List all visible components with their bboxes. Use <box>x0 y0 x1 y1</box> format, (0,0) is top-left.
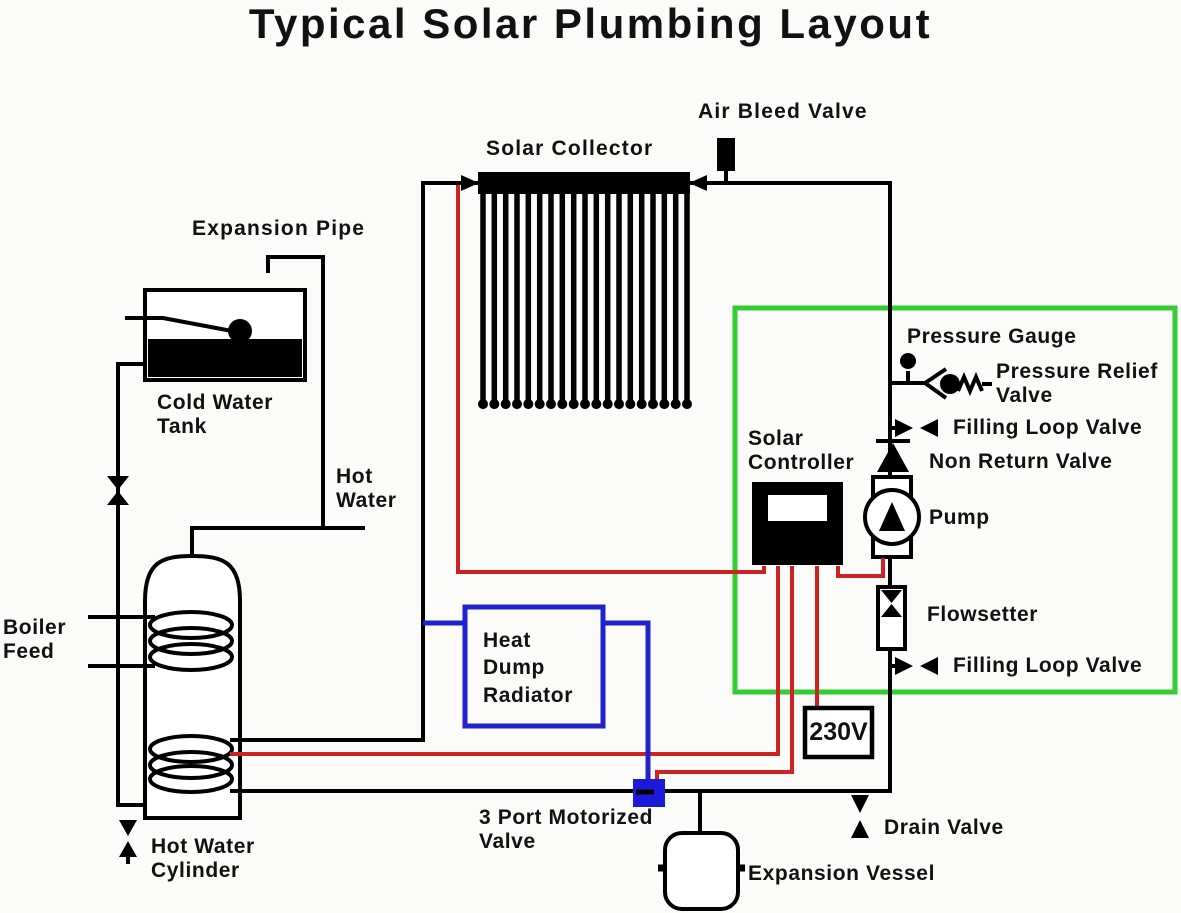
flow-arrow-left-icon <box>461 175 479 191</box>
controller-wires <box>230 185 885 780</box>
hot-water-label: Hot Water <box>336 465 397 512</box>
solar-controller <box>752 482 843 565</box>
pump-station-zone-box <box>732 305 1178 695</box>
relief-valve-body <box>923 367 948 400</box>
cold-water-tank-label: Cold Water Tank <box>157 391 273 438</box>
pump-wire <box>836 558 885 578</box>
expansion-vessel-label: Expansion Vessel <box>748 862 936 885</box>
boiler-feed-pipes <box>88 615 155 668</box>
collector-header <box>478 172 690 194</box>
expansion-pipe-label: Expansion Pipe <box>192 217 366 240</box>
cylinder-feed-valve <box>119 820 137 864</box>
pressure-relief-label-line1: Pressure Relief <box>996 360 1158 383</box>
heat-dump-label-line3: Radiator <box>483 683 573 707</box>
cold-feed-pipe <box>116 362 149 807</box>
supply-voltage-box <box>802 705 875 760</box>
flow-arrow-right-icon <box>689 175 707 191</box>
hot-water-label-line2: Water <box>336 488 397 512</box>
cylinder-sensor-wire <box>230 566 780 756</box>
pressure-gauge-icon <box>900 353 916 369</box>
filling-loop-valve-upper-label: Filling Loop Valve <box>953 416 1143 439</box>
filling-loop-valve-upper <box>890 419 938 437</box>
solar-collector <box>478 172 692 410</box>
float-ball-icon <box>228 319 252 343</box>
pressure-relief-valve-label: Pressure Relief Valve <box>996 360 1158 407</box>
three-port-valve-label-line2: Valve <box>479 829 536 853</box>
flowsetter-label: Flowsetter <box>927 603 1039 626</box>
boiler-feed-label-line1: Boiler <box>3 616 67 639</box>
three-port-valve-label-line1: 3 Port Motorized <box>479 806 654 829</box>
float-arm <box>125 316 233 333</box>
cold-feed-valve <box>107 476 129 505</box>
drain-valve-label: Drain Valve <box>884 816 1004 839</box>
supply-voltage-label: 230V <box>809 718 868 746</box>
pump-symbol <box>863 475 921 559</box>
non-return-valve-label: Non Return Valve <box>929 450 1113 473</box>
hot-water-cylinder-label-line1: Hot Water <box>151 835 255 858</box>
filling-loop-valve-lower <box>890 657 938 675</box>
collector-sensor-wire <box>456 185 766 574</box>
cold-water-tank <box>125 288 307 382</box>
cylinder-coils <box>148 610 234 794</box>
flowsetter-symbol <box>876 585 907 651</box>
boiler-feed-label-line2: Feed <box>3 639 55 663</box>
collector-return-pipe <box>690 181 892 478</box>
boiler-feed-label: Boiler Feed <box>3 616 66 663</box>
tank-water <box>148 339 302 377</box>
cold-water-tank-label-line2: Tank <box>157 414 207 438</box>
air-bleed-valve-label: Air Bleed Valve <box>698 100 868 123</box>
pipework <box>88 175 892 807</box>
hot-water-cylinder-label-line2: Cylinder <box>151 858 240 882</box>
cold-water-tank-label-line1: Cold Water <box>157 391 274 414</box>
expansion-vessel <box>658 791 745 911</box>
heat-dump-label-line2: Dump <box>483 656 545 680</box>
heat-dump-outlet-pipe <box>603 620 651 780</box>
heat-dump-radiator-label: Heat Dump Radiator <box>483 627 573 709</box>
valve-control-wire <box>655 566 794 780</box>
pressure-gauge-assembly <box>890 353 992 400</box>
solar-controller-label: Solar Controller <box>748 427 854 474</box>
heat-dump-radiator-box <box>462 604 606 729</box>
air-bleed-valve <box>717 138 735 183</box>
diagram-title: Typical Solar Plumbing Layout <box>248 0 933 47</box>
expansion-pipe <box>266 255 325 528</box>
non-return-valve <box>876 439 910 472</box>
solar-controller-label-line2: Controller <box>748 450 855 474</box>
drain-valve <box>851 795 869 838</box>
solar-collector-label: Solar Collector <box>486 137 654 160</box>
controller-display <box>768 495 827 521</box>
heat-dump-label-line1: Heat <box>483 629 531 652</box>
three-port-motorized-valve-label: 3 Port Motorized Valve <box>479 806 653 853</box>
pressure-gauge-label: Pressure Gauge <box>907 325 1077 348</box>
hot-water-pipe <box>190 526 365 557</box>
filling-loop-valve-lower-label: Filling Loop Valve <box>953 654 1143 677</box>
hot-water-label-line1: Hot <box>336 465 373 488</box>
relief-valve-spring-icon <box>956 371 984 397</box>
heat-dump-loop <box>423 604 665 807</box>
solar-controller-label-line1: Solar <box>748 427 804 450</box>
bottom-run-pipe <box>230 649 892 793</box>
pressure-relief-label-line2: Valve <box>996 383 1053 407</box>
collector-feed-pipe <box>230 181 478 742</box>
pump-label: Pump <box>929 506 990 529</box>
hot-water-cylinder-label: Hot Water Cylinder <box>151 835 255 882</box>
